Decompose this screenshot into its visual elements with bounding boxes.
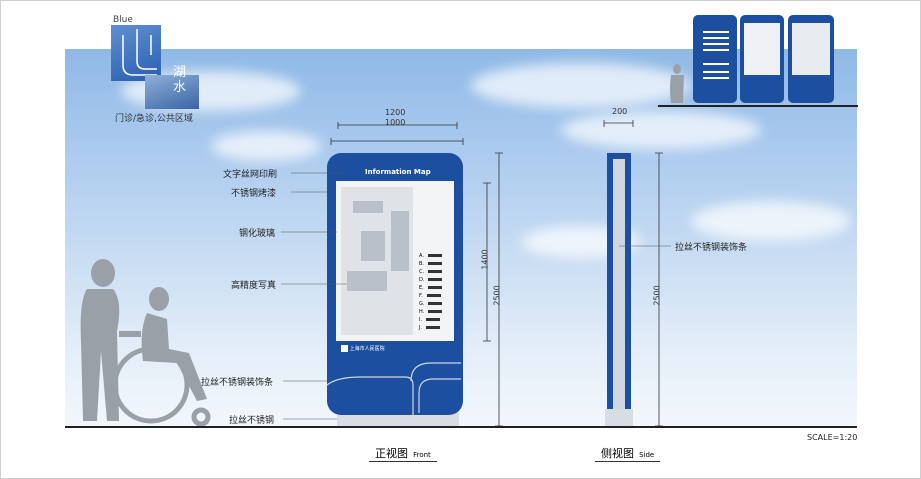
legend-item: J. bbox=[419, 325, 449, 333]
dim-side-height: 2500 bbox=[652, 285, 662, 306]
wheelchair-user-silhouette bbox=[119, 287, 207, 401]
annotation-brushed-steel: 拉丝不锈钢 bbox=[229, 416, 275, 426]
logo-caption: 门诊/急诊,公共区域 bbox=[115, 114, 193, 124]
trim-line bbox=[418, 378, 461, 413]
legend-item: B. bbox=[419, 261, 449, 269]
cloud bbox=[211, 131, 321, 161]
trim-line bbox=[410, 362, 461, 382]
legend-item: C. bbox=[419, 269, 449, 277]
legend-item: I. bbox=[419, 317, 449, 325]
cloud bbox=[691, 201, 851, 241]
dim-height-panel: 1400 bbox=[480, 249, 490, 270]
brand-icon bbox=[341, 345, 348, 352]
legend-item: G. bbox=[419, 301, 449, 309]
map-legend: A. B. C. D. E. F. G. H. I. J. bbox=[419, 253, 449, 333]
legend-item: H. bbox=[419, 309, 449, 317]
dim-height-total: 2500 bbox=[492, 285, 502, 306]
annotation-hd-photo: 高精度写真 bbox=[231, 281, 277, 291]
cloud bbox=[561, 111, 761, 149]
logo-characters: 湖水 bbox=[173, 65, 187, 95]
logo-lines bbox=[122, 29, 157, 76]
legend-item: A. bbox=[419, 253, 449, 261]
brand-text: 上海市人民医院 bbox=[349, 346, 385, 352]
annotation-stainless-paint: 不锈钢烤漆 bbox=[231, 189, 277, 199]
thumb-ground-line bbox=[658, 105, 858, 107]
cloud bbox=[471, 63, 691, 108]
legend-item: F. bbox=[419, 293, 449, 301]
logo: Blue 湖水 门诊/急诊,公共区域 bbox=[111, 15, 201, 124]
thumb-sign-directory bbox=[693, 15, 737, 103]
dim-width-outer: 1200 bbox=[385, 108, 406, 117]
brand-logo: 上海市人民医院 bbox=[341, 345, 385, 352]
dim-side-width: 200 bbox=[612, 107, 628, 116]
legend-item: E. bbox=[419, 285, 449, 293]
annotation-silk-print: 文字丝网印刷 bbox=[223, 170, 278, 180]
logo-word: Blue bbox=[113, 15, 133, 25]
view-title-front: 正视图 Front bbox=[369, 442, 437, 462]
person-silhouette bbox=[80, 259, 120, 421]
legend-item: D. bbox=[419, 277, 449, 285]
map-header: Information Map bbox=[365, 168, 431, 176]
ground-line bbox=[65, 426, 857, 428]
thumb-directory-rows bbox=[703, 31, 729, 79]
annotation-side-trim: 拉丝不锈钢装饰条 bbox=[675, 243, 748, 253]
map-buildings bbox=[347, 201, 409, 291]
trim-line bbox=[326, 376, 414, 415]
thumb-photo-panel bbox=[792, 23, 830, 75]
side-sign-base bbox=[605, 409, 633, 427]
leader-lines bbox=[281, 172, 671, 420]
dim-width-inner: 1000 bbox=[385, 118, 406, 127]
thumb-person-silhouette bbox=[670, 64, 684, 103]
annotation-brushed-trim: 拉丝不锈钢装饰条 bbox=[201, 378, 274, 388]
annotation-tempered-glass: 钢化玻璃 bbox=[239, 229, 276, 239]
logo-panel bbox=[111, 25, 161, 81]
logo-water-panel bbox=[145, 75, 199, 109]
wheelchair bbox=[112, 346, 211, 427]
view-title-side: 侧视图 Side bbox=[595, 442, 661, 462]
side-sign-trim bbox=[613, 159, 625, 409]
thumb-map-panel bbox=[744, 23, 780, 75]
scale-label: SCALE=1:20 bbox=[807, 433, 858, 442]
